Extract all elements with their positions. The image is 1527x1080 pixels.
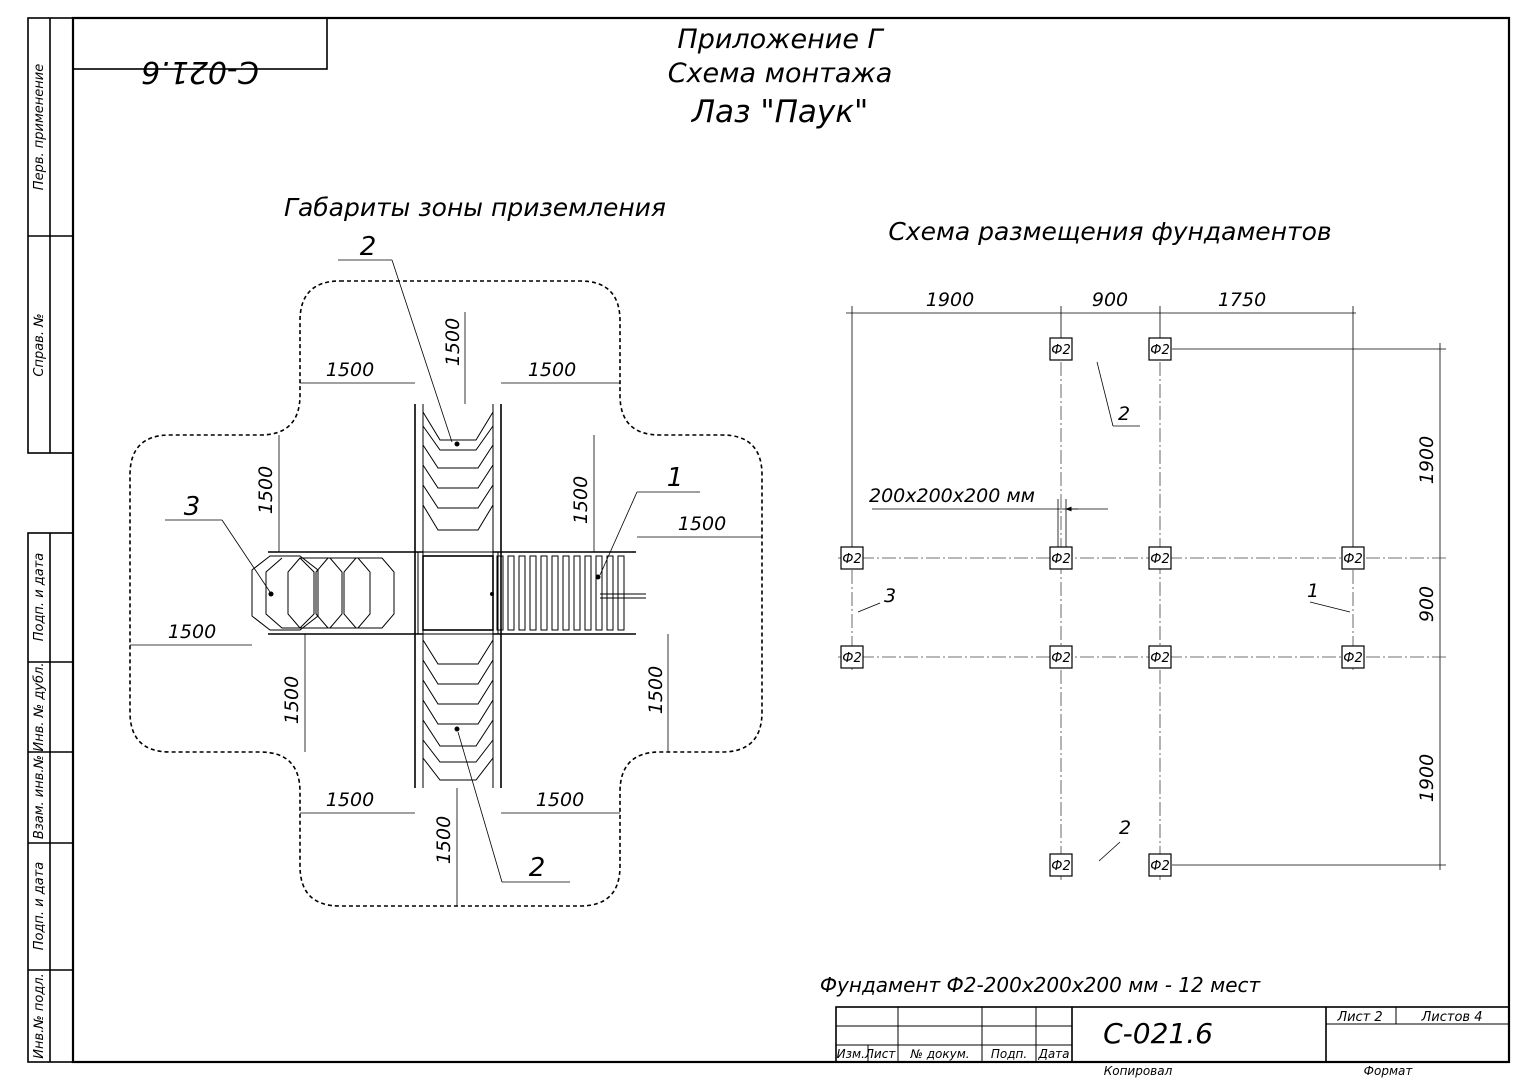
foundation-box-2 xyxy=(1148,337,1172,361)
dim-left-bottom-right: 1500 xyxy=(536,789,584,811)
sheet-number: Лист 2 xyxy=(1336,1010,1382,1025)
label-podp-i-data-2: Подп. и дата xyxy=(32,862,47,951)
dim-left-right-horizontal: 1500 xyxy=(678,513,726,535)
callout-right-3: 3 xyxy=(884,585,896,607)
title-line-3: Лаз "Паук" xyxy=(691,94,869,130)
label-perv-primenenie: Перв. применение xyxy=(32,64,47,190)
foundation-label-1: Ф2 xyxy=(1051,343,1070,358)
side-stamp: Перв. применение Справ. № Подп. и дата И… xyxy=(27,17,74,1063)
foundation-box-6 xyxy=(1341,546,1365,570)
callout-left-2-bottom: 2 xyxy=(529,853,546,883)
label-inv-no-podl: Инв.№ подл. xyxy=(32,973,47,1059)
callout-right-2-top: 2 xyxy=(1118,403,1130,425)
right-drawing-title: Схема размещения фундаментов xyxy=(888,217,1331,246)
col-no-dokum: № докум. xyxy=(909,1047,969,1061)
foundation-label-6: Ф2 xyxy=(1343,552,1362,567)
left-drawing-title: Габариты зоны приземления xyxy=(284,193,666,222)
dim-left-upper-left-vertical: 1500 xyxy=(255,466,277,514)
callout-right-1: 1 xyxy=(1307,580,1319,602)
title-line-1: Приложение Г xyxy=(677,24,884,55)
landing-zone-outline xyxy=(129,280,763,907)
top-net-rungs xyxy=(422,411,494,531)
left-tunnel-rings xyxy=(251,555,395,631)
right-dimension-texts: 1900 900 1750 1900 900 1900 200x200x200 … xyxy=(869,289,1438,839)
code-mirrored: C-021.6 xyxy=(141,54,259,89)
label-sprav-no: Справ. № xyxy=(32,313,47,376)
dim-right-1900-bottom: 1900 xyxy=(1416,754,1438,802)
foundation-box-8 xyxy=(1049,645,1073,669)
foundation-box-3 xyxy=(840,546,864,570)
sheets-total: Листов 4 xyxy=(1421,1010,1483,1025)
left-dimension-texts: 1500 1500 1500 1500 1500 1500 1500 1500 … xyxy=(168,232,726,883)
foundation-box-11 xyxy=(1049,853,1073,877)
label-kopiroval: Копировал xyxy=(1104,1064,1173,1078)
foundation-size-label: 200x200x200 мм xyxy=(869,485,1035,507)
label-vzam-inv-no: Взам. инв.№ xyxy=(32,755,47,839)
callout-left-1: 1 xyxy=(667,463,684,493)
label-inv-no-dubl: Инв. № дубл. xyxy=(32,663,47,752)
callout-left-3: 3 xyxy=(184,492,201,522)
dim-left-top-vertical: 1500 xyxy=(442,318,464,366)
dim-top-900: 900 xyxy=(1092,289,1128,311)
label-format: Формат xyxy=(1364,1064,1414,1078)
dim-right-900: 900 xyxy=(1416,586,1438,622)
dim-left-bottom-left: 1500 xyxy=(326,789,374,811)
foundation-note: Фундамент Ф2-200x200x200 мм - 12 мест xyxy=(820,973,1262,997)
col-data: Дата xyxy=(1037,1047,1069,1061)
dim-top-1750: 1750 xyxy=(1218,289,1266,311)
dim-left-bottom-vertical: 1500 xyxy=(433,816,455,864)
drawing-frame xyxy=(71,16,1511,1064)
dim-left-lower-right-vertical: 1500 xyxy=(645,666,667,714)
foundation-box-12 xyxy=(1148,853,1172,877)
dim-left-left-horizontal: 1500 xyxy=(168,621,216,643)
foundation-box-1 xyxy=(1049,337,1073,361)
foundation-label-5: Ф2 xyxy=(1150,552,1169,567)
col-izm-list: Изм.Лист xyxy=(837,1047,897,1061)
doc-code: С-021.6 xyxy=(1103,1017,1213,1050)
right-dimension-lines xyxy=(846,306,1446,870)
bottom-net-rungs xyxy=(422,639,494,781)
foundation-label-4: Ф2 xyxy=(1051,552,1070,567)
foundation-box-9 xyxy=(1148,645,1172,669)
label-podp-i-data-1: Подп. и дата xyxy=(32,553,47,642)
foundation-label-2: Ф2 xyxy=(1150,343,1169,358)
foundation-label-10: Ф2 xyxy=(1343,651,1362,666)
callout-left-2-top: 2 xyxy=(360,232,377,262)
left-dimension-lines xyxy=(130,259,762,906)
foundation-box-5 xyxy=(1148,546,1172,570)
foundation-label-12: Ф2 xyxy=(1150,859,1169,874)
title-block: С-021.6 Лист 2 Листов 4 Изм.Лист № докум… xyxy=(835,1006,1510,1078)
col-podp: Подп. xyxy=(991,1047,1027,1061)
dim-left-lower-left-vertical: 1500 xyxy=(281,676,303,724)
dim-top-1900: 1900 xyxy=(926,289,974,311)
foundation-label-9: Ф2 xyxy=(1150,651,1169,666)
foundation-label-7: Ф2 xyxy=(842,651,861,666)
title-line-2: Схема монтажа xyxy=(668,58,893,89)
foundation-box-4 xyxy=(1049,546,1073,570)
right-ladder-rungs xyxy=(496,555,646,631)
foundation-label-3: Ф2 xyxy=(842,552,861,567)
foundation-box-7 xyxy=(840,645,864,669)
foundation-label-11: Ф2 xyxy=(1051,859,1070,874)
callout-right-2-bottom: 2 xyxy=(1119,817,1131,839)
foundation-axes xyxy=(838,340,1446,880)
foundation-box-10 xyxy=(1341,645,1365,669)
dim-left-upper-right-vertical: 1500 xyxy=(570,476,592,524)
dim-right-1900-top: 1900 xyxy=(1416,436,1438,484)
dim-left-top-right: 1500 xyxy=(528,359,576,381)
foundation-label-8: Ф2 xyxy=(1051,651,1070,666)
dim-left-top-left: 1500 xyxy=(326,359,374,381)
spider-climber-structure xyxy=(251,404,646,788)
